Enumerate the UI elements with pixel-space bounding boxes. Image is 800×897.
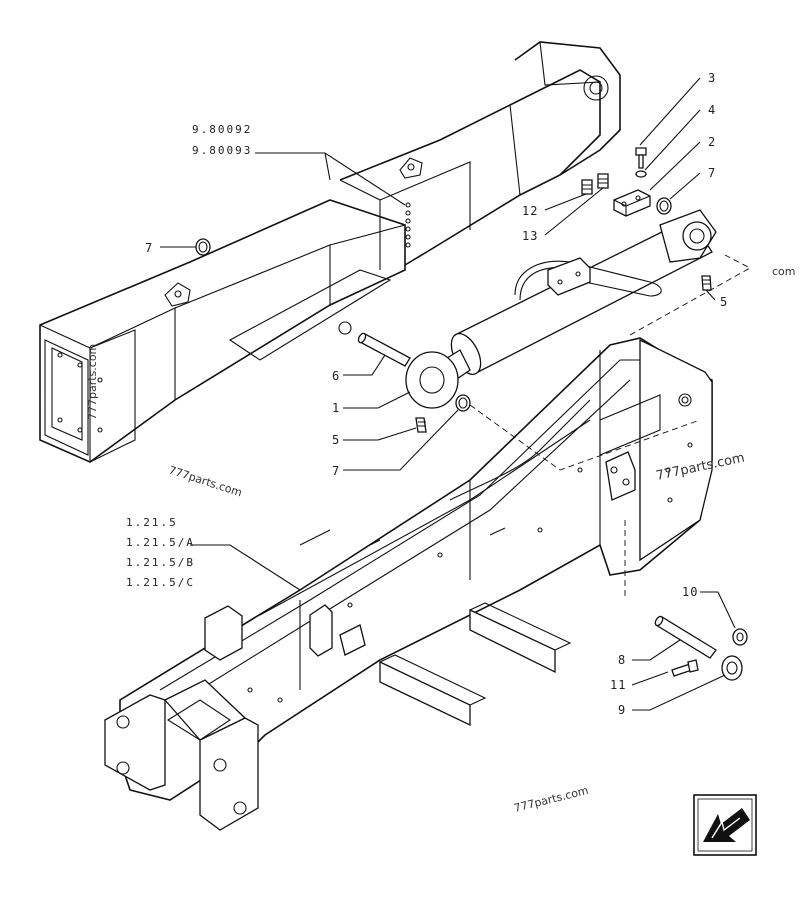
pin-part-6 <box>357 332 411 367</box>
ref-frame-3: 1.21.5/B <box>126 556 195 569</box>
o-ring-part-7-middle <box>455 394 471 412</box>
watermark-edge: com <box>772 265 796 278</box>
callout-4: 4 <box>708 103 716 117</box>
callout-10: 10 <box>682 585 698 599</box>
ref-boom-2: 9.80093 <box>192 144 252 157</box>
o-ring-part-7-right <box>656 197 672 215</box>
watermark-vertical: 777parts.com <box>86 344 99 420</box>
ref-frame-4: 1.21.5/C <box>126 576 195 589</box>
callout-3: 3 <box>708 71 716 85</box>
callout-1: 1 <box>332 401 340 415</box>
chassis-frame <box>104 337 713 831</box>
previous-page-arrow-button[interactable] <box>693 794 757 856</box>
watermark-left: 777parts.com <box>167 463 244 499</box>
grease-nipple-part-5-upper <box>701 275 712 291</box>
callout-12: 12 <box>522 204 538 218</box>
callout-5-lower: 5 <box>332 433 340 447</box>
fitting-part-13 <box>597 173 609 189</box>
callout-2: 2 <box>708 135 716 149</box>
callout-8: 8 <box>618 653 626 667</box>
callout-7-left: 7 <box>145 241 153 255</box>
hydraulic-cylinder <box>405 209 717 409</box>
ref-boom-1: 9.80092 <box>192 123 252 136</box>
washer-part-9 <box>721 655 743 681</box>
block-part-2 <box>613 189 651 217</box>
o-ring-part-7-left <box>195 238 211 256</box>
callout-11: 11 <box>610 678 626 692</box>
fitting-part-12 <box>581 179 593 195</box>
bolt-part-3 <box>635 147 647 169</box>
reference-labels: 9.80092 9.80093 1.21.5 1.21.5/A 1.21.5/B… <box>126 123 252 589</box>
callout-numbers: 3 4 2 7 12 13 7 5 6 1 5 7 10 8 11 9 <box>145 71 728 717</box>
watermark-bottom: 777parts.com <box>513 784 590 815</box>
washer-part-4 <box>635 170 647 178</box>
callout-7-middle: 7 <box>332 464 340 478</box>
grease-nipple-part-5-lower <box>415 417 427 433</box>
ref-frame-1: 1.21.5 <box>126 516 178 529</box>
nut-part-10 <box>732 628 748 646</box>
callout-13: 13 <box>522 229 538 243</box>
bolt-part-11 <box>671 659 699 677</box>
leader-lines <box>160 77 736 711</box>
callout-9: 9 <box>618 703 626 717</box>
ref-frame-2: 1.21.5/A <box>126 536 195 549</box>
callout-6: 6 <box>332 369 340 383</box>
telescopic-boom <box>39 41 621 463</box>
pin-part-8 <box>654 615 717 659</box>
callout-7-right: 7 <box>708 166 716 180</box>
callout-5-upper: 5 <box>720 295 728 309</box>
